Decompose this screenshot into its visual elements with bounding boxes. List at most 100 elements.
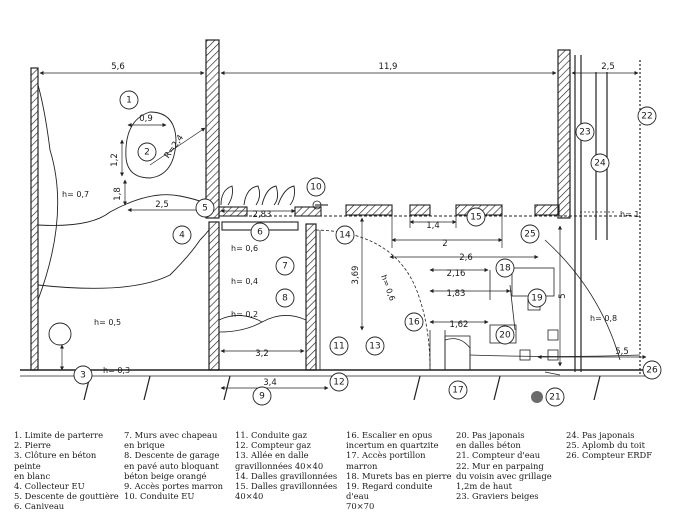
marker-13: 13 bbox=[365, 336, 385, 356]
marker-number: 26 bbox=[646, 366, 658, 376]
dim-2: 2 bbox=[442, 239, 447, 249]
marker-number: 5 bbox=[202, 204, 208, 214]
legend-item: 16. Escalier en opus incertum en quartzi… bbox=[346, 430, 439, 451]
dim-3-69: 3,69 bbox=[351, 266, 361, 285]
legend-item: 5. Descente de gouttière bbox=[14, 491, 119, 502]
marker-7: 7 bbox=[275, 256, 295, 276]
height-0-6-diagonal: h= 0,6 bbox=[379, 274, 397, 302]
dim-1-2: 1,2 bbox=[110, 153, 120, 167]
marker-circle bbox=[275, 256, 295, 276]
left-fence-wall bbox=[30, 67, 39, 371]
marker-number: 8 bbox=[282, 294, 288, 304]
marker-circle bbox=[252, 386, 272, 406]
marker-number: 9 bbox=[259, 392, 265, 402]
marker-24: 24 bbox=[590, 153, 610, 173]
dim-1-62: 1,62 bbox=[450, 320, 469, 330]
marker-circle bbox=[250, 222, 270, 242]
dim-5: 5 bbox=[558, 293, 568, 298]
dim-3-2: 3,2 bbox=[255, 349, 269, 359]
marker-circle bbox=[590, 153, 610, 173]
marker-circle bbox=[306, 177, 326, 197]
legend-item: 24. Pas japonais bbox=[566, 430, 635, 440]
dim-1-8: 1,8 bbox=[113, 187, 123, 201]
marker-14: 14 bbox=[335, 225, 355, 245]
height-0-4: h= 0,4 bbox=[231, 277, 258, 286]
legend-item: 14. Dalles gravillonnées bbox=[235, 470, 338, 481]
height-0-2: h= 0,2 bbox=[231, 310, 258, 319]
marker-21: 21 bbox=[545, 387, 565, 407]
height-0-3: h= 0,3 bbox=[103, 366, 130, 375]
marker-number: 25 bbox=[524, 230, 535, 240]
marker-4: 4 bbox=[172, 225, 192, 245]
dim-5-6: 5,6 bbox=[111, 62, 125, 72]
height-0-5: h= 0,5 bbox=[94, 318, 121, 327]
marker-circle bbox=[495, 325, 515, 345]
marker-circle bbox=[575, 122, 595, 142]
marker-16: 16 bbox=[404, 312, 424, 332]
marker-circle bbox=[329, 372, 349, 392]
legend-item: 13. Allée en dalle gravillonnées 40×40 bbox=[235, 450, 324, 471]
dimension-lines bbox=[39, 70, 647, 391]
water-meter-symbol bbox=[531, 391, 543, 403]
garage-wall-right bbox=[305, 223, 317, 371]
dim-1-83: 1,83 bbox=[447, 289, 466, 299]
legend-item: 2. Pierre bbox=[14, 440, 51, 451]
legend-item: 1. Limite de parterre bbox=[14, 430, 104, 440]
legend-item: 4. Collecteur EU bbox=[14, 481, 85, 492]
legend-item: 7. Murs avec chapeau en brique bbox=[124, 430, 218, 451]
dim-2-5-left: 2,5 bbox=[155, 200, 169, 210]
legend-item: 20. Pas japonais en dalles béton bbox=[456, 430, 525, 451]
marker-number: 13 bbox=[369, 342, 380, 352]
legend-item: 12. Compteur gaz bbox=[235, 440, 311, 451]
marker-number: 24 bbox=[594, 159, 606, 169]
site-plan-drawing: 5,6 11,9 2,5 0,9 1,2 R=2,4 1,8 2,5 2,83 … bbox=[20, 39, 662, 407]
utility-details bbox=[312, 200, 561, 376]
dim-2-5-top: 2,5 bbox=[601, 62, 615, 72]
marker-circle bbox=[329, 336, 349, 356]
marker-9: 9 bbox=[252, 386, 272, 406]
legend-item: 8. Descente de garage en pavé auto bloqu… bbox=[124, 450, 220, 481]
marker-circle bbox=[335, 225, 355, 245]
height-labels: h= 0,7 h= 0,6 h= 0,4 h= 0,2 h= 0,5 h= 0,… bbox=[62, 190, 639, 375]
marker-number: 3 bbox=[80, 371, 86, 381]
marker-number: 10 bbox=[310, 183, 322, 193]
dim-5-5: 5,5 bbox=[615, 347, 629, 357]
marker-number: 17 bbox=[452, 386, 463, 396]
marker-number: 11 bbox=[333, 342, 344, 352]
marker-number: 23 bbox=[579, 128, 590, 138]
marker-6: 6 bbox=[250, 222, 270, 242]
marker-2: 2 bbox=[137, 142, 157, 162]
marker-circle bbox=[365, 336, 385, 356]
height-0-6: h= 0,6 bbox=[231, 244, 258, 253]
legend-item: 26. Compteur ERDF bbox=[566, 450, 653, 461]
dim-0-9: 0,9 bbox=[139, 114, 153, 124]
legend-item: 11. Conduite gaz bbox=[235, 430, 308, 440]
legend-item: 9. Accès portes marron bbox=[124, 481, 224, 492]
stepping-stones bbox=[469, 239, 641, 361]
legend-item: 6. Caniveau bbox=[14, 501, 65, 512]
marker-circle bbox=[637, 106, 657, 126]
marker-circle bbox=[642, 360, 662, 380]
marker-18: 18 bbox=[495, 258, 515, 278]
marker-12: 12 bbox=[329, 372, 349, 392]
dim-3-4: 3,4 bbox=[263, 378, 277, 388]
marker-20: 20 bbox=[495, 325, 515, 345]
dim-2-83: 2,83 bbox=[253, 210, 272, 220]
marker-11: 11 bbox=[329, 336, 349, 356]
legend-item: 10. Conduite EU bbox=[124, 491, 195, 502]
marker-circle bbox=[195, 198, 215, 218]
marker-15: 15 bbox=[466, 207, 486, 227]
marker-23: 23 bbox=[575, 122, 595, 142]
dim-2-16: 2,16 bbox=[447, 269, 466, 279]
marker-number: 16 bbox=[408, 318, 420, 328]
legend-item: 23. Graviers beiges bbox=[456, 491, 539, 502]
legend-column-4: 16. Escalier en opus incertum en quartzi… bbox=[346, 430, 456, 512]
legend-item: 3. Clôture en béton peinte en blanc bbox=[14, 450, 97, 481]
house-wall-left bbox=[205, 39, 220, 219]
marker-number: 14 bbox=[339, 231, 351, 241]
